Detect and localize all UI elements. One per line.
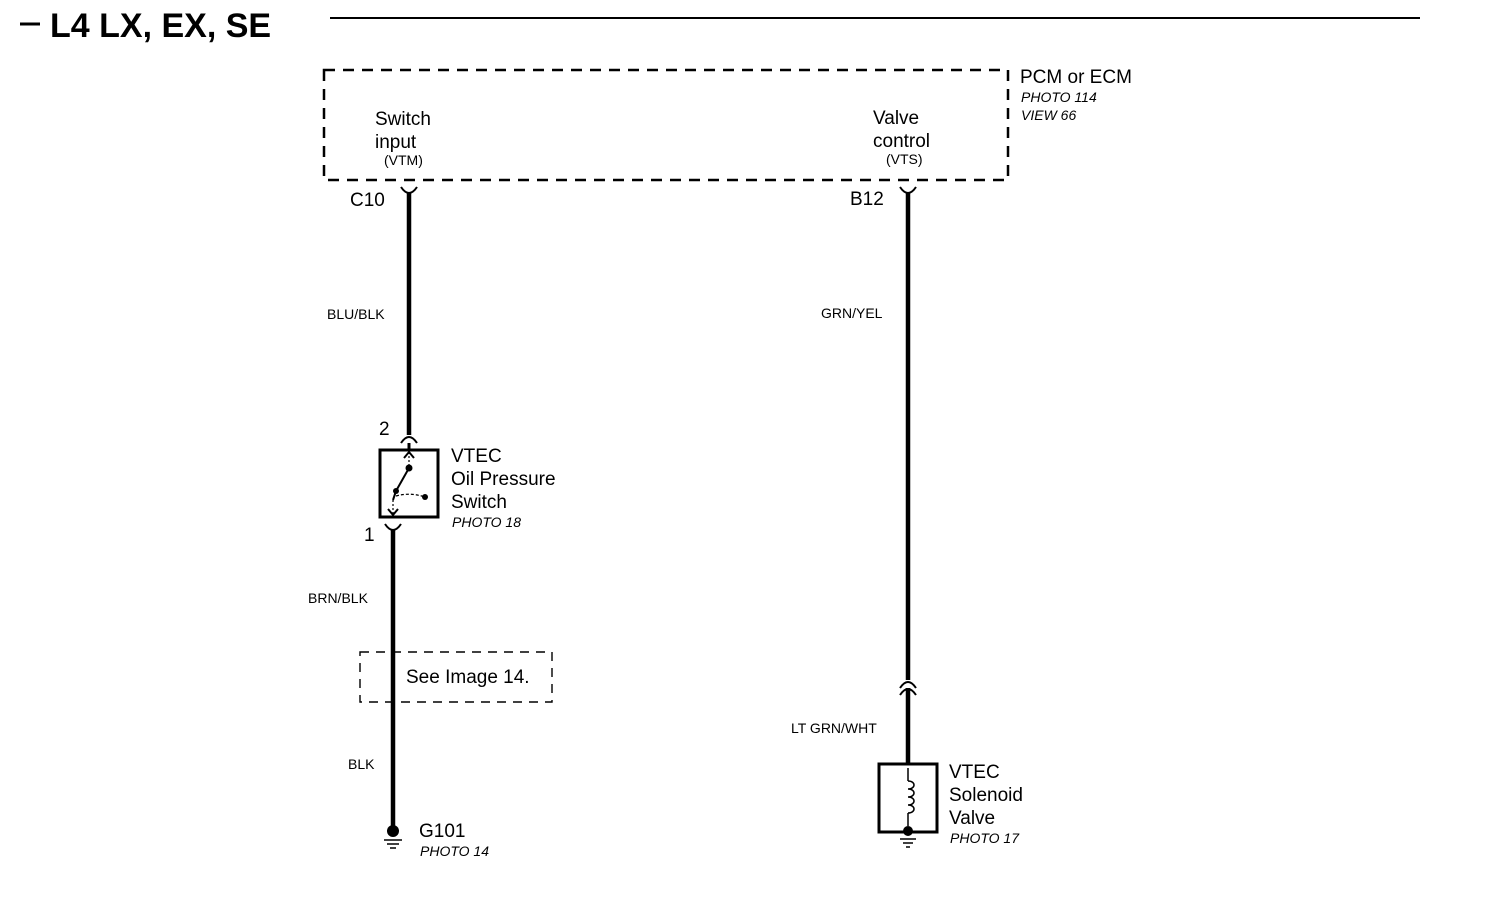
ground-g101-label: G101 xyxy=(419,821,465,842)
switch-pin-2-connector xyxy=(400,436,418,444)
valve-control-label-2: control xyxy=(873,131,930,152)
oil-pressure-switch-symbol xyxy=(378,443,440,519)
switch-blade xyxy=(395,467,410,492)
solenoid-valve-label-3: Valve xyxy=(949,808,995,829)
pin-b12-connector xyxy=(899,186,917,194)
ground-g101-photo: PHOTO 14 xyxy=(420,843,489,859)
switch-input-code: (VTM) xyxy=(384,152,423,168)
pcm-name: PCM or ECM xyxy=(1020,67,1132,88)
switch-input-label-2: input xyxy=(375,132,417,153)
solenoid-valve-photo: PHOTO 17 xyxy=(950,830,1020,846)
oil-pressure-switch-photo: PHOTO 18 xyxy=(452,514,521,530)
pcm-view: VIEW 66 xyxy=(1021,107,1076,123)
see-image-label-bg xyxy=(400,660,542,692)
wire-brn-blk-label: BRN/BLK xyxy=(308,590,369,606)
switch-contact-right xyxy=(422,494,428,500)
wire-grn-yel-label: GRN/YEL xyxy=(821,305,883,321)
solenoid-valve-label-1: VTEC xyxy=(949,762,1000,783)
switch-blade-lower xyxy=(392,490,397,501)
oil-pressure-switch-label-1: VTEC xyxy=(451,446,502,467)
pin-c10-connector xyxy=(400,186,418,194)
switch-pin-2-label: 2 xyxy=(379,419,390,440)
pin-c10-label: C10 xyxy=(350,190,385,211)
wire-lt-grn-wht-label: LT GRN/WHT xyxy=(791,720,877,736)
switch-pin-1-connector xyxy=(384,523,402,531)
switch-arrow-lower xyxy=(387,508,399,517)
solenoid-valve-symbol xyxy=(877,762,939,848)
oil-pressure-switch-label-3: Switch xyxy=(451,492,507,513)
pcm-photo: PHOTO 114 xyxy=(1021,89,1097,105)
solenoid-valve-label-2: Solenoid xyxy=(949,785,1023,806)
oil-pressure-switch-label-2: Oil Pressure xyxy=(451,469,556,490)
valve-control-code: (VTS) xyxy=(886,151,923,167)
see-image-label: See Image 14. xyxy=(406,667,530,688)
switch-input-label-1: Switch xyxy=(375,109,431,130)
valve-control-label-1: Valve xyxy=(873,108,919,129)
diagram-title: L4 LX, EX, SE xyxy=(50,7,271,45)
see-image-box xyxy=(359,651,553,703)
switch-arrow-upper xyxy=(403,450,415,459)
switch-pin-1-label: 1 xyxy=(364,525,375,546)
pcm-box xyxy=(322,68,1010,182)
pin-b12-label: B12 xyxy=(850,189,884,210)
wire-blu-blk-label: BLU/BLK xyxy=(327,306,385,322)
ground-g101-symbol xyxy=(384,825,402,849)
wire-blk-label: BLK xyxy=(348,756,375,772)
